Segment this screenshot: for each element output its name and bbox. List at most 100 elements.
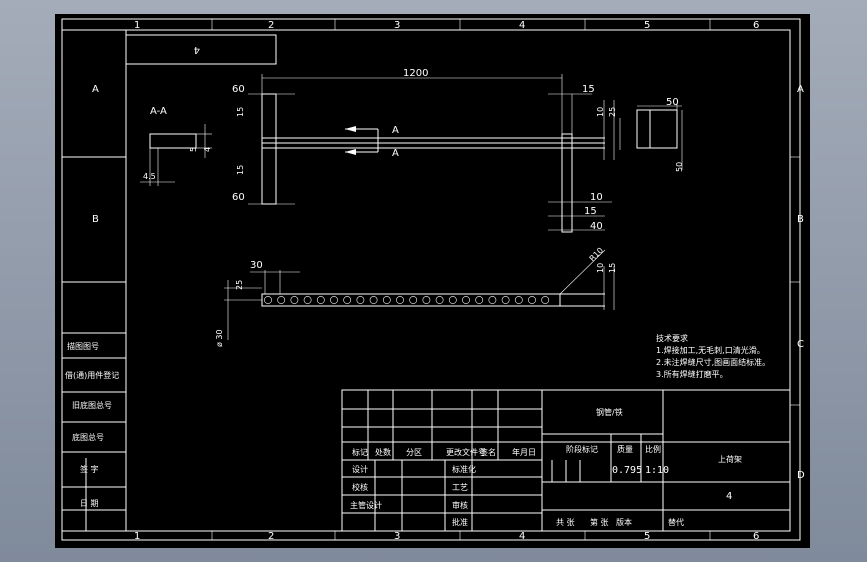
dim-5: 5 <box>189 147 198 152</box>
header-sign: 签名 <box>480 447 496 457</box>
stamp-box <box>126 34 277 65</box>
zone-labels-top: 1 2 3 4 5 6 <box>134 20 759 31</box>
role-process: 工艺 <box>452 483 468 492</box>
dim-4: 4 <box>203 147 212 152</box>
zone-col-1-bottom: 1 <box>134 531 140 542</box>
drawing-sheet <box>55 14 810 548</box>
role-design: 设计 <box>352 464 368 474</box>
role-standard: 标准化 <box>452 464 476 474</box>
section-label: A-A <box>150 106 167 117</box>
zone-grid-lines <box>211 19 800 540</box>
hole <box>356 296 365 304</box>
footer-replace: 替代 <box>668 517 684 527</box>
cut-label-top: A <box>392 125 399 136</box>
strip-label-5: 签 字 <box>80 464 99 474</box>
top-view[interactable]: 1200 60 60 15 15 A A 15 10 15 40 10 2 <box>232 68 617 233</box>
hole <box>409 296 418 304</box>
hole <box>435 296 444 304</box>
zone-col-5: 5 <box>644 20 650 31</box>
role-approve: 批准 <box>452 517 468 527</box>
hole <box>448 296 457 304</box>
stage-label: 阶段标记 <box>566 444 598 454</box>
zone-col-2-bottom: 2 <box>268 531 274 542</box>
zone-col-2: 2 <box>268 20 274 31</box>
dim-10-right: 10 <box>590 192 603 203</box>
dim-10-vert: 10 <box>596 107 605 117</box>
scale-value: 1:10 <box>645 465 669 476</box>
material-text: 钢管/铁 <box>596 407 623 417</box>
side-view[interactable]: 50 50 <box>619 97 684 172</box>
hole <box>264 296 272 304</box>
part-name: 上荷架 <box>718 454 742 464</box>
zone-row-c-right: C <box>797 339 804 350</box>
zone-row-b-left: B <box>92 214 99 225</box>
zone-row-b-right: B <box>797 214 804 225</box>
tech-note-2: 2.未注焊缝尺寸,图画面结标准。 <box>656 357 770 367</box>
hole <box>514 296 523 304</box>
dim-1200: 1200 <box>403 68 428 79</box>
zone-col-6-bottom: 6 <box>753 531 759 542</box>
technical-notes: 技术要求 1.焊接加工,无毛刺,口清光滑。 2.未注焊缝尺寸,图画面结标准。 3… <box>656 333 770 379</box>
dim-60-bottom: 60 <box>232 192 245 203</box>
hole <box>501 296 510 304</box>
zone-row-d-right: D <box>797 470 805 481</box>
role-chief: 主管设计 <box>350 500 382 510</box>
role-check: 校核 <box>352 482 368 492</box>
hole <box>316 296 325 304</box>
hole <box>369 296 378 304</box>
hole <box>290 296 299 304</box>
title-block <box>341 389 791 532</box>
hole <box>475 296 484 304</box>
footer-total: 共 张 <box>556 518 575 527</box>
header-change-doc: 更改文件号 <box>446 447 486 457</box>
header-date: 年月日 <box>512 447 536 457</box>
dim-30: 30 <box>250 260 263 271</box>
tech-note-title: 技术要求 <box>656 333 688 343</box>
hole <box>541 296 550 304</box>
zone-col-3: 3 <box>394 20 400 31</box>
strip-label-4: 底图总号 <box>72 432 104 442</box>
zone-col-5-bottom: 5 <box>644 531 650 542</box>
bottom-view[interactable]: R10 30 25 ø 30 10 15 <box>215 246 617 347</box>
hole <box>528 296 536 304</box>
dim-15-bottom: 15 <box>608 263 617 273</box>
footer-sheet: 第 张 <box>590 517 609 527</box>
dim-10-bottom: 10 <box>596 263 605 273</box>
zone-row-a-left: A <box>92 84 99 95</box>
hole <box>303 296 312 304</box>
dim-phi30: ø 30 <box>215 329 224 347</box>
section-a-a-view[interactable]: A-A 5 4 4.5 <box>140 106 212 186</box>
dim-50-v: 50 <box>675 162 684 172</box>
tech-note-3: 3.所有焊缝打磨平。 <box>656 369 728 379</box>
drawing-number: 4 <box>726 491 732 502</box>
zone-labels-right: A B C D <box>797 84 805 481</box>
zone-col-1: 1 <box>134 20 140 31</box>
role-review: 审核 <box>452 500 468 510</box>
hole <box>277 296 286 304</box>
mass-value: 0.795 <box>612 465 642 476</box>
hole <box>462 296 470 304</box>
dim-15-b: 15 <box>236 165 245 175</box>
zone-col-6: 6 <box>753 20 759 31</box>
zone-labels-bottom: 1 2 3 4 5 6 <box>134 531 759 542</box>
hole <box>343 296 352 304</box>
mass-label: 质量 <box>617 444 633 454</box>
zone-col-4-bottom: 4 <box>519 531 525 542</box>
scale-label: 比例 <box>645 444 661 454</box>
left-strip <box>62 30 127 531</box>
hole <box>330 296 338 304</box>
header-zone: 分区 <box>406 448 422 457</box>
header-mark: 标记 <box>352 447 368 457</box>
zone-col-4: 4 <box>519 20 525 31</box>
dim-50-h: 50 <box>666 97 679 108</box>
footer-version: 版本 <box>616 517 632 527</box>
cut-label-bottom: A <box>392 148 399 159</box>
dim-4-5: 4.5 <box>143 172 156 181</box>
zone-row-a-right: A <box>797 84 804 95</box>
strip-label-2: 借(通)用件登记 <box>65 370 119 380</box>
hole <box>382 296 391 304</box>
header-count: 处数 <box>375 447 391 457</box>
strip-label-6: 日 期 <box>80 499 99 508</box>
